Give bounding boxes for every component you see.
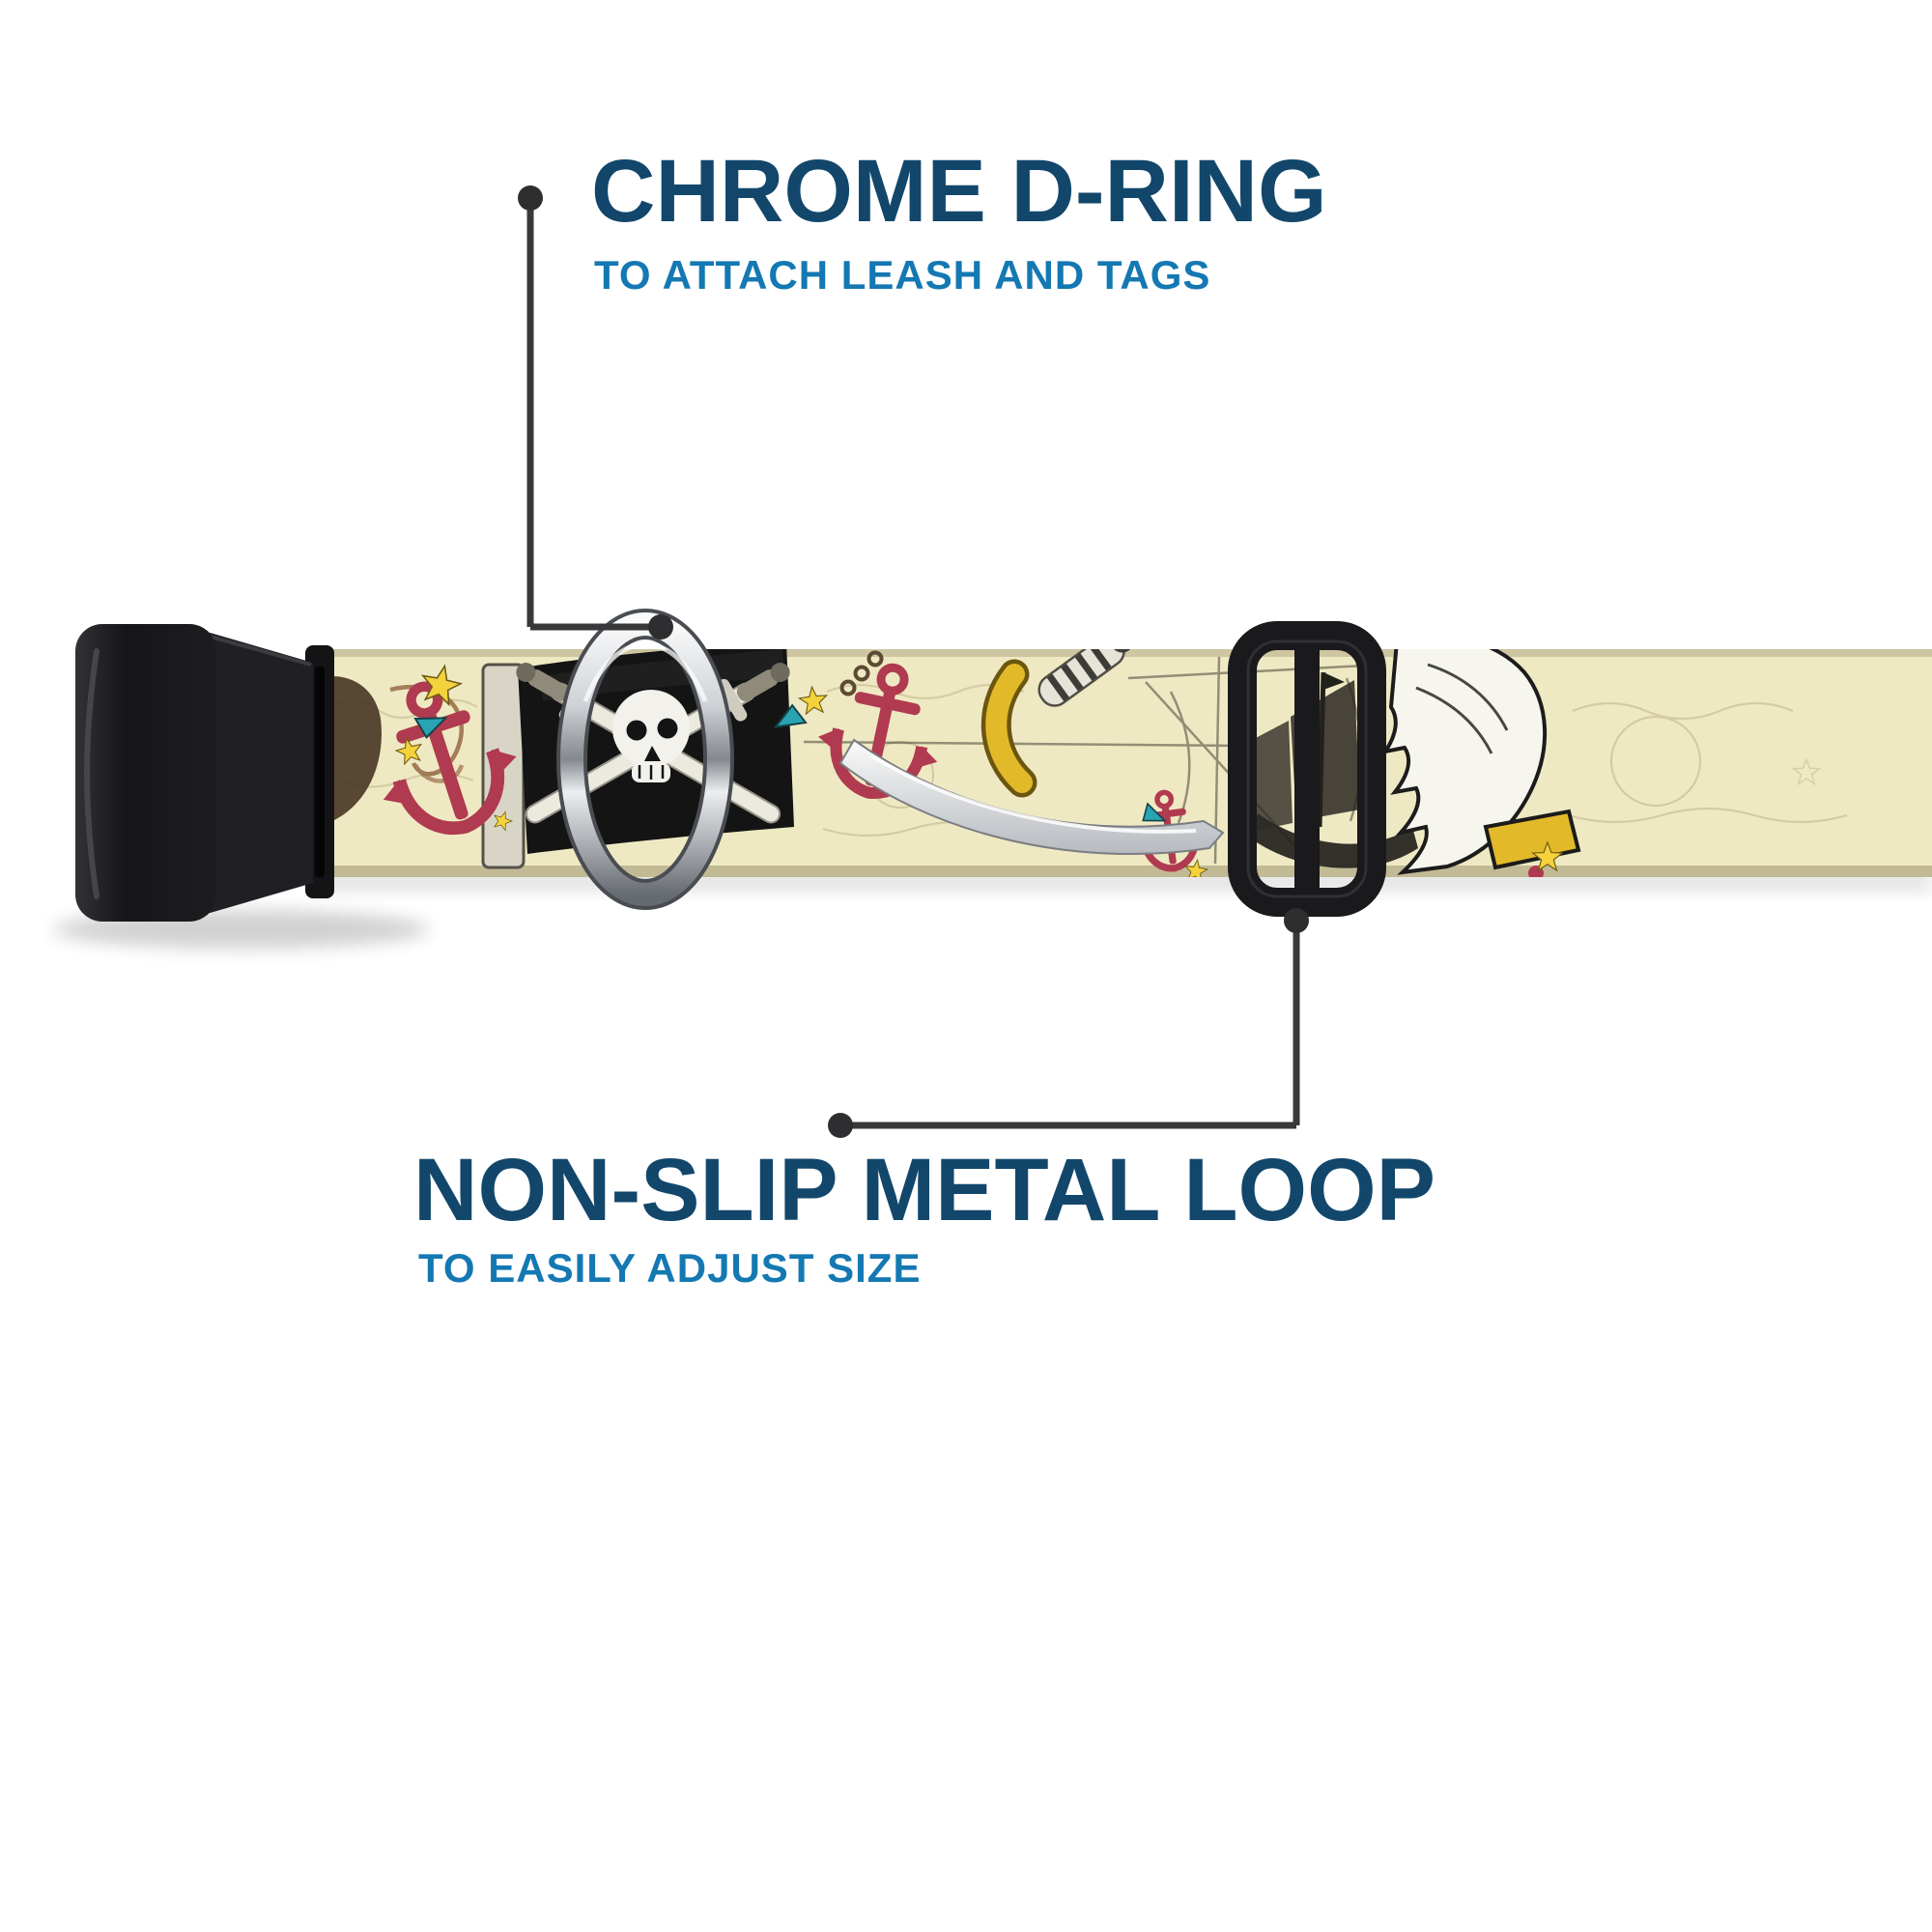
callout-dots bbox=[518, 185, 1309, 1138]
tri-glide-slider bbox=[1228, 621, 1386, 917]
side-release-buckle bbox=[75, 624, 334, 922]
bottom-callout-title: NON-SLIP METAL LOOP bbox=[413, 1141, 1436, 1239]
top-callout-subtitle: TO ATTACH LEASH AND TAGS bbox=[594, 252, 1211, 298]
chain-graphic bbox=[839, 650, 884, 696]
callout-lines bbox=[526, 201, 1300, 1129]
skull-crossbones bbox=[612, 690, 690, 782]
bottom-callout-subtitle: TO EASILY ADJUST SIZE bbox=[418, 1245, 922, 1291]
top-callout-title: CHROME D-RING bbox=[591, 142, 1327, 241]
eagle-wing bbox=[1380, 649, 1581, 877]
cutlass bbox=[838, 649, 1225, 856]
shadows bbox=[53, 871, 1932, 949]
webbing-strap bbox=[311, 649, 1932, 877]
